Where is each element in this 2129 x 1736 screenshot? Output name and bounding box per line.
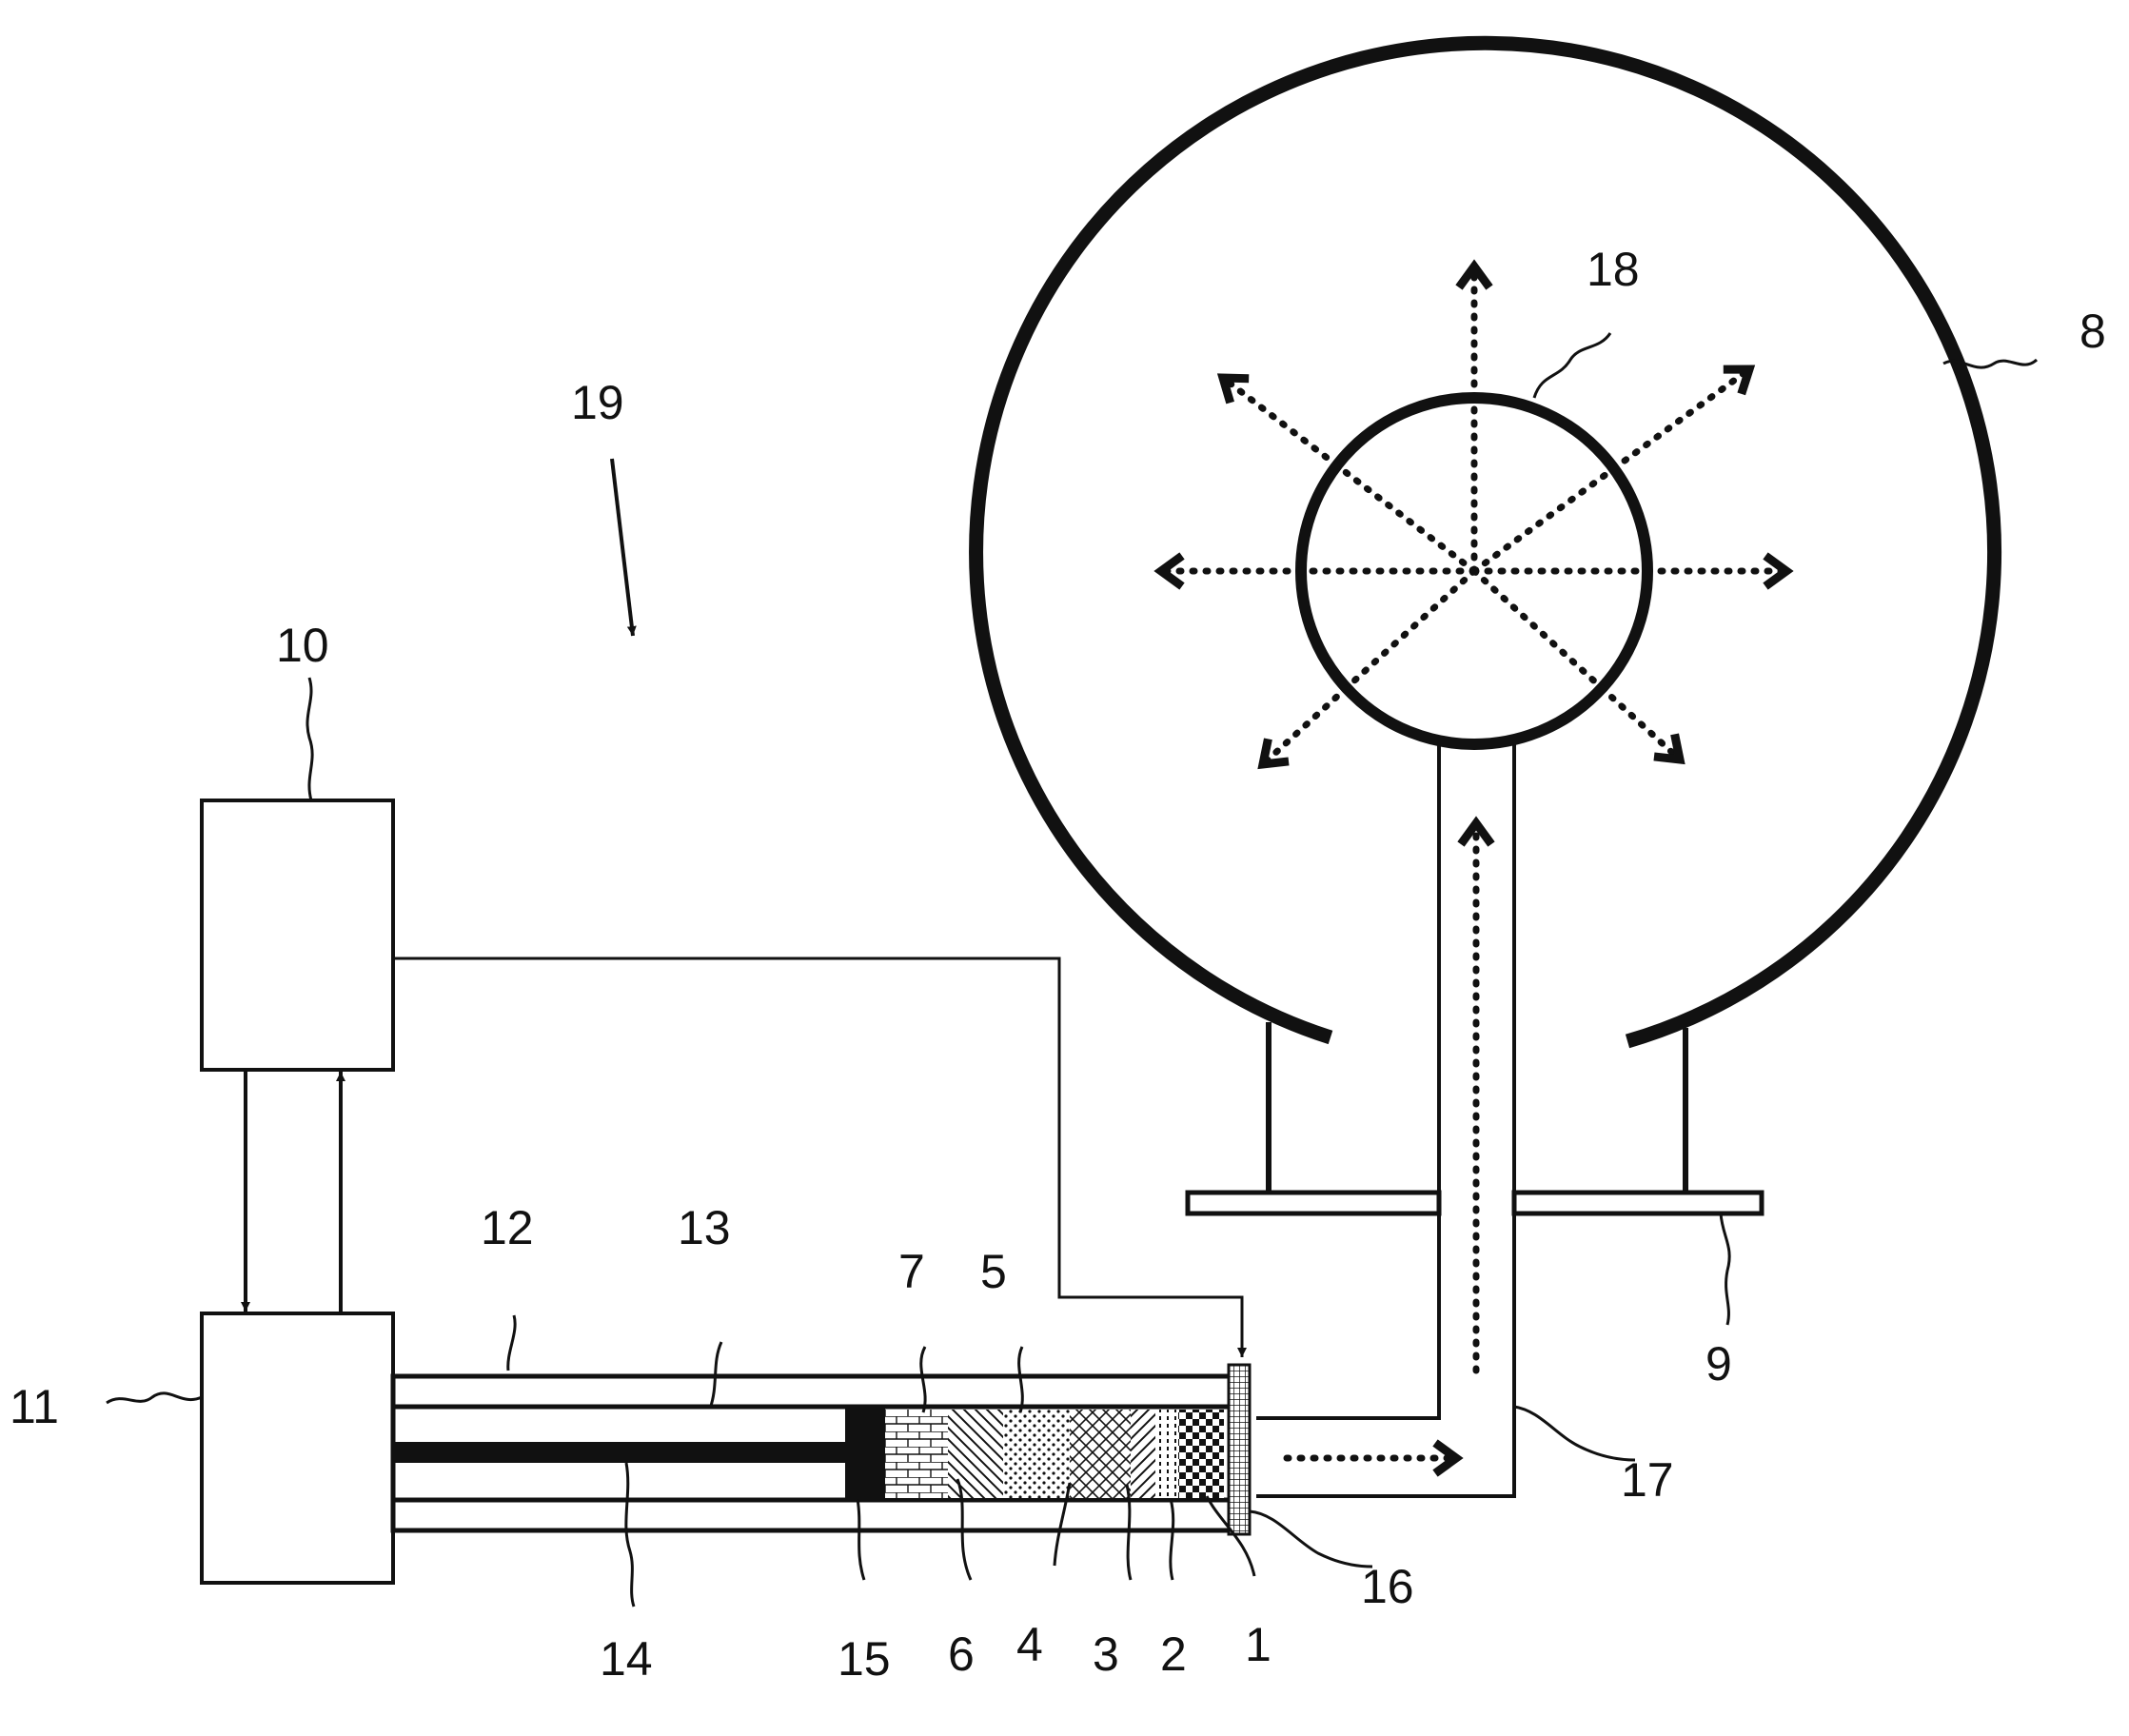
label-13: 13 [678, 1201, 731, 1254]
label-3: 3 [1093, 1628, 1119, 1681]
layer-7 [885, 1410, 948, 1498]
base-plate-right [1511, 1190, 1764, 1216]
drive-box-11 [200, 1312, 395, 1585]
vessel-wall-8 [969, 35, 2002, 1049]
label-14: 14 [600, 1632, 653, 1686]
signal-line [393, 957, 1247, 1357]
rod-14 [393, 1442, 850, 1463]
label-7: 7 [898, 1245, 925, 1298]
label-5: 5 [980, 1245, 1007, 1298]
label-11: 11 [10, 1380, 59, 1433]
layer-6 [948, 1410, 1003, 1498]
label-19: 19 [571, 376, 624, 429]
end-cap-16 [1227, 1363, 1252, 1536]
radial-arrows [1153, 259, 1794, 770]
base-plate-left [1185, 1190, 1442, 1216]
label-12: 12 [481, 1201, 534, 1254]
label-8: 8 [2080, 305, 2106, 358]
label-9: 9 [1705, 1337, 1732, 1391]
feed-tube-17 [1256, 737, 1516, 1498]
layer-2 [1155, 1410, 1178, 1498]
label-4: 4 [1016, 1618, 1043, 1671]
label-16: 16 [1361, 1560, 1414, 1613]
control-box-10 [200, 799, 395, 1072]
label-10: 10 [276, 619, 329, 672]
label-15: 15 [838, 1632, 891, 1686]
layer-1 [1178, 1410, 1224, 1498]
layer-3 [1131, 1410, 1155, 1498]
label-17: 17 [1621, 1453, 1674, 1507]
label-18: 18 [1587, 243, 1640, 296]
reference-labels: 19 10 11 8 18 9 17 16 12 13 7 5 14 15 6 … [10, 243, 2106, 1686]
layer-5 [1003, 1410, 1070, 1498]
leader-lines [106, 332, 2039, 1608]
layer-4 [1070, 1410, 1131, 1498]
label-1: 1 [1245, 1618, 1271, 1671]
label-6: 6 [948, 1628, 975, 1681]
label-2: 2 [1160, 1628, 1187, 1681]
arrow-19 [610, 458, 637, 637]
piston-15 [845, 1409, 885, 1499]
